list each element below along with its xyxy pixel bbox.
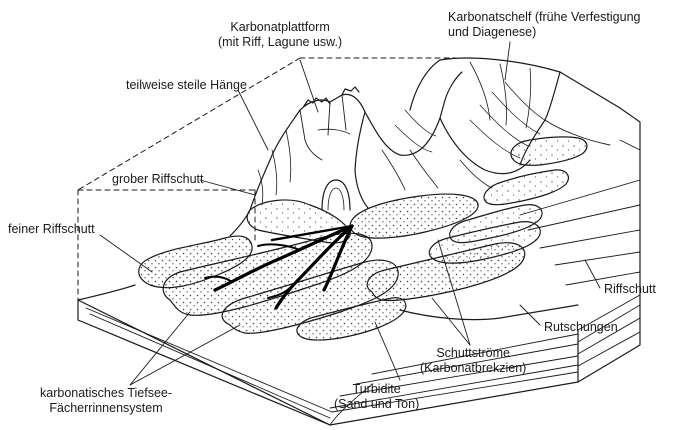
label-carbonate-shelf: Karbonatschelf (frühe Verfestigung und D…	[448, 10, 640, 40]
block-side-face	[77, 107, 641, 426]
label-carbonate-shelf-line1: Karbonatschelf (frühe Verfestigung	[448, 10, 641, 24]
label-fan-channel-system-line2: Fächerrinnensystem	[49, 401, 163, 415]
label-fan-channel-system: karbonatisches Tiefsee- Fächerrinnensyst…	[40, 386, 172, 416]
label-debris-flows: Schuttströme (Karbonatbrekzien)	[420, 346, 526, 376]
label-reef-debris: Riffschutt	[604, 282, 656, 297]
label-debris-flows-line2: (Karbonatbrekzien)	[420, 361, 527, 375]
label-slumps: Rutschungen	[544, 320, 618, 335]
label-reef-debris-text: Riffschutt	[604, 282, 656, 296]
label-slumps-text: Rutschungen	[544, 320, 618, 334]
label-carbonate-platform-line2: (mit Riff, Lagune usw.)	[218, 35, 343, 49]
label-carbonate-platform-line1: Karbonatplattform	[230, 20, 330, 34]
block-outline-dashed	[77, 57, 456, 301]
label-turbidites-line2: (Sand und Ton)	[334, 397, 420, 411]
label-turbidites: Turbidite (Sand und Ton)	[334, 382, 419, 412]
label-fan-channel-system-line1: karbonatisches Tiefsee-	[40, 386, 173, 400]
label-fine-reef-debris: feiner Riffschutt	[8, 222, 95, 237]
basin-floor	[77, 284, 579, 426]
label-coarse-reef-debris-text: grober Riffschutt	[112, 172, 204, 186]
label-coarse-reef-debris: grober Riffschutt	[112, 172, 203, 187]
fan-channels	[204, 224, 354, 310]
label-turbidites-line1: Turbidite	[352, 382, 401, 396]
label-carbonate-platform: Karbonatplattform (mit Riff, Lagune usw.…	[218, 20, 342, 50]
leader-lines	[99, 41, 601, 386]
label-steep-slopes-text: teilweise steile Hänge	[126, 78, 247, 92]
debris-flow-lobes	[349, 136, 588, 301]
label-carbonate-shelf-line2: und Diagenese)	[448, 25, 537, 39]
label-debris-flows-line1: Schuttströme	[436, 346, 510, 360]
label-fine-reef-debris-text: feiner Riffschutt	[8, 222, 95, 236]
carbonate-platform-mass	[229, 71, 531, 237]
label-steep-slopes: teilweise steile Hänge	[126, 78, 247, 93]
